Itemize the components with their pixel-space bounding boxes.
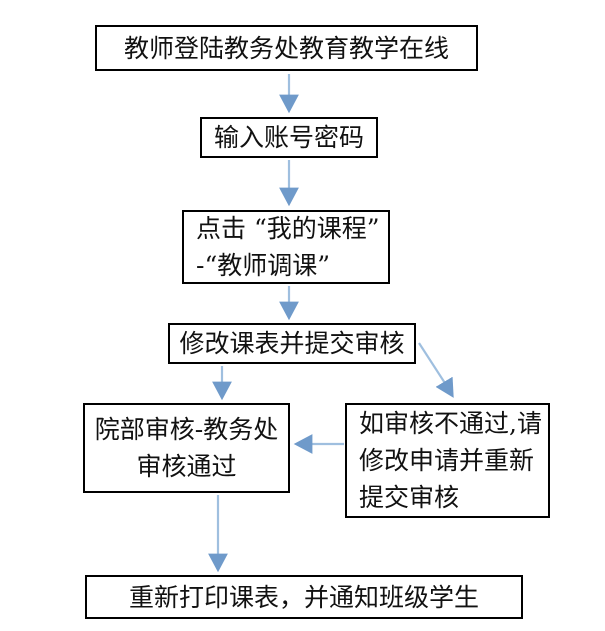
flow-step-click-my-courses: 点击 “我的课程” -“教师调课” (182, 210, 390, 284)
flow-step-review-failed-line2: 修改申请并重新 (359, 446, 535, 475)
flow-step-enter-credentials-text: 输入账号密码 (213, 123, 364, 152)
flow-step-modify-submit-text: 修改课表并提交审核 (179, 329, 405, 358)
flow-step-review-passed: 院部审核-教务处 审核通过 (83, 403, 290, 493)
flow-step-click-my-courses-line2: -“教师调课” (196, 251, 331, 280)
flow-step-modify-submit: 修改课表并提交审核 (168, 323, 416, 364)
flow-step-review-failed-line3: 提交审核 (359, 483, 460, 512)
flow-step-review-passed-line2: 审核通过 (136, 452, 237, 481)
arrowhead-modify-to-reviewfail (435, 376, 454, 398)
flow-step-enter-credentials: 输入账号密码 (200, 117, 378, 158)
flow-step-review-failed: 如审核不通过,请 修改申请并重新 提交审核 (345, 403, 550, 518)
arrow-modify-to-reviewfail (418, 342, 453, 395)
flow-step-review-passed-line1: 院部审核-教务处 (94, 415, 279, 444)
flow-step-login-text: 教师登陆教务处教育教学在线 (123, 33, 449, 63)
flow-step-click-my-courses-line1: 点击 “我的课程” (196, 214, 380, 243)
flow-step-reprint-notify-text: 重新打印课表，并通知班级学生 (128, 582, 479, 612)
flow-step-review-failed-line1: 如审核不通过,请 (359, 409, 542, 438)
flow-step-reprint-notify: 重新打印课表，并通知班级学生 (85, 575, 523, 619)
flow-step-login: 教师登陆教务处教育教学在线 (95, 25, 478, 71)
